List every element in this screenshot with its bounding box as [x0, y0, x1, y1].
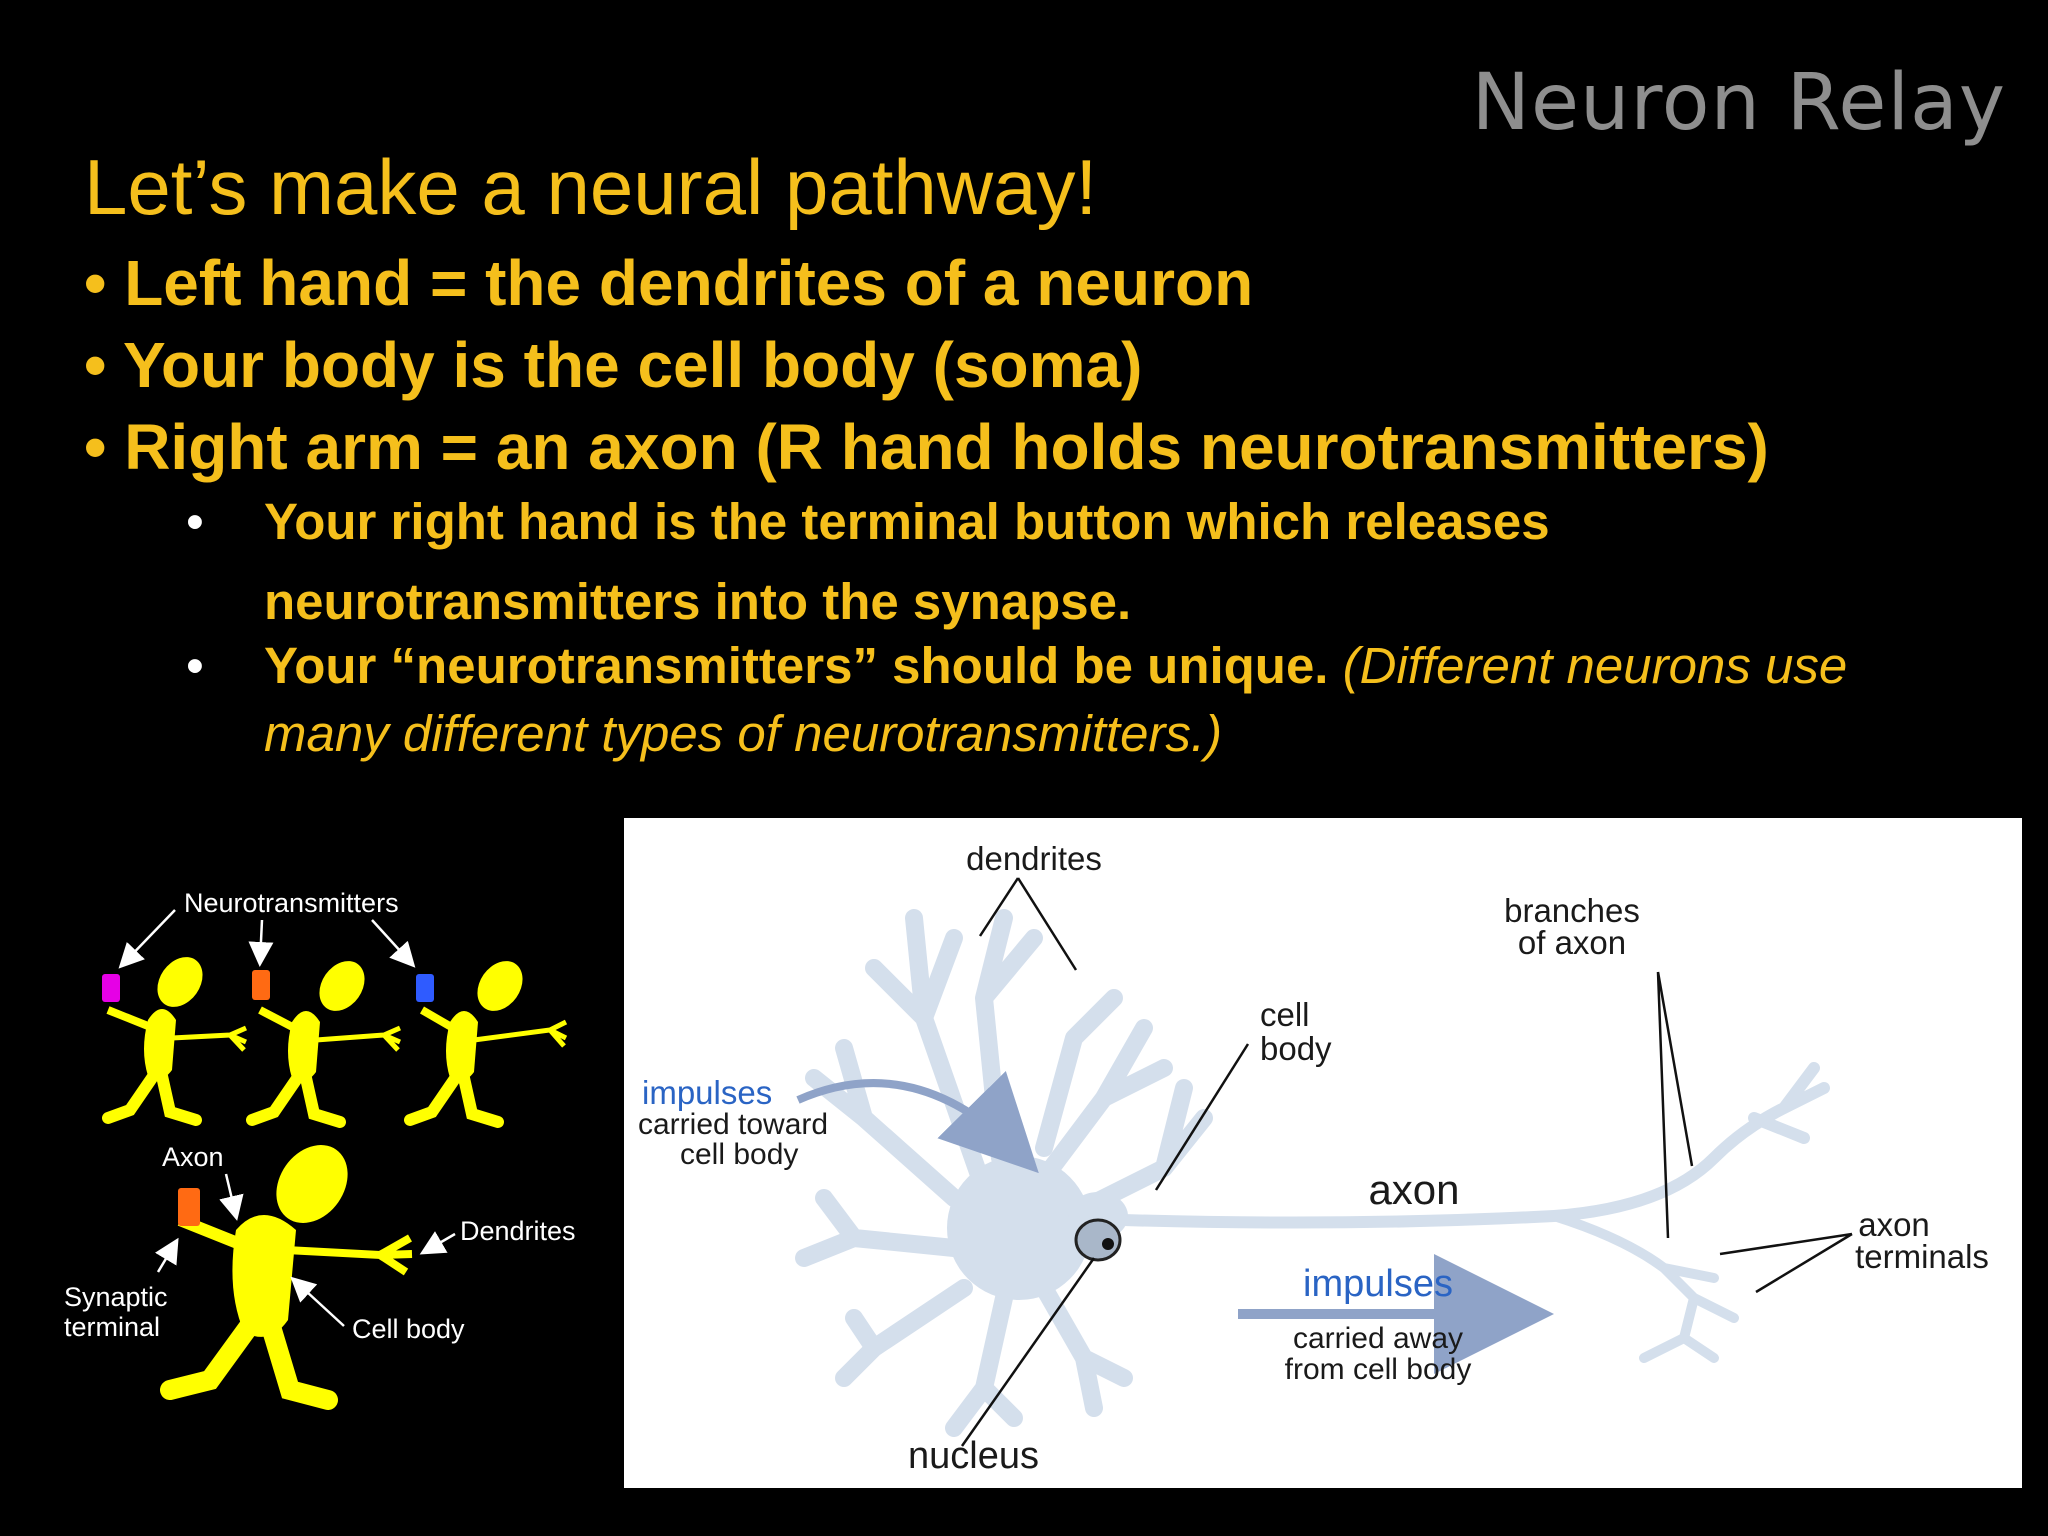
neuron-relay-cartoon: Neurotransmitters: [64, 888, 576, 1410]
branches-leader: [1656, 971, 1694, 1239]
arrow-to-cell-body: [290, 1276, 345, 1327]
label-synaptic-line2: terminal: [64, 1312, 160, 1342]
label-neurotransmitters: Neurotransmitters: [184, 888, 399, 918]
label-branches-line2: of axon: [1518, 924, 1626, 961]
slide-heading: Let’s make a neural pathway!: [84, 143, 1098, 231]
sub-bullet-list-1: • Your right hand is the terminal button…: [186, 482, 1986, 642]
arrow-to-axon: [219, 1173, 244, 1221]
diagram-background: [624, 818, 2022, 1488]
label-cell-body-line1: cell: [1260, 996, 1310, 1033]
label-carried-away-line2: from cell body: [1285, 1353, 1472, 1386]
arrow-to-dendrites: [419, 1231, 456, 1255]
nucleolus-dot: [1102, 1238, 1114, 1250]
main-bullet-list: • Left hand = the dendrites of a neuron …: [84, 242, 1769, 488]
neuron-shape: [795, 909, 1830, 1437]
cell-body-leader: [1154, 1043, 1250, 1191]
label-carried-away-line1: carried away: [1293, 1322, 1463, 1355]
leader-lines: [960, 877, 1853, 1447]
sub-bullet-terminal: • Your right hand is the terminal button…: [186, 482, 1986, 642]
sub-bullet-text: Your “neurotransmitters” should be uniqu…: [264, 637, 1343, 694]
diagram-labels: dendrites branches of axon cell body imp…: [638, 840, 1989, 1477]
arrow-to-nt1: [118, 909, 176, 969]
arrow-to-nt2: [248, 919, 274, 967]
neurotransmitters-label-group: Neurotransmitters: [118, 888, 416, 969]
neuron-diagram: dendrites branches of axon cell body imp…: [624, 818, 2022, 1488]
dendrites-leader: [978, 877, 1078, 971]
sub-bullet-marker: •: [186, 493, 204, 550]
sub-bullet-list-2: • Your “neurotransmitters” should be uni…: [186, 632, 1986, 768]
label-cell-body-line2: body: [1260, 1030, 1332, 1067]
impulse-in-arrow: [796, 1070, 1039, 1174]
label-carried-toward-line2: cell body: [680, 1138, 798, 1171]
label-synaptic-line1: Synaptic: [64, 1282, 168, 1312]
bullet-body: • Your body is the cell body (soma): [84, 329, 1143, 401]
neurotransmitter-blue: [416, 974, 434, 1002]
arrow-to-nt3: [371, 919, 416, 968]
large-figure-labels: Axon Dendrites Synaptic terminal Cell bo…: [64, 1142, 576, 1344]
sub-bullet-text: Your right hand is the terminal button w…: [264, 493, 1550, 630]
label-nucleus: nucleus: [908, 1435, 1039, 1477]
bullet-right-arm: • Right arm = an axon (R hand holds neur…: [84, 411, 1769, 483]
cartoon-neuron-3: [404, 961, 568, 1128]
terminals-leader: [1719, 1232, 1853, 1294]
label-impulses-out: impulses: [1303, 1263, 1453, 1305]
sub-bullet-marker: •: [186, 637, 204, 694]
neurotransmitter-magenta: [102, 974, 120, 1002]
label-axon: Axon: [162, 1142, 224, 1172]
label-axon-terminals-line1: axon: [1858, 1206, 1930, 1243]
nucleus-shape: [1074, 1218, 1122, 1262]
neurotransmitter-orange: [252, 970, 270, 1000]
label-carried-toward-line1: carried toward: [638, 1108, 828, 1141]
label-branches-line1: branches: [1504, 892, 1640, 929]
label-cell-body: Cell body: [352, 1314, 465, 1344]
cartoon-neuron-1: [102, 957, 248, 1126]
sub-bullet-italic-note: (Different neurons use many different ty…: [264, 637, 1848, 762]
cartoon-neuron-large: [160, 1145, 413, 1410]
label-dendrites: Dendrites: [460, 1216, 576, 1246]
nucleus-leader: [960, 1257, 1096, 1447]
label-axon: axon: [1368, 1166, 1459, 1213]
label-impulses-in: impulses: [642, 1074, 772, 1111]
bullet-left-hand: • Left hand = the dendrites of a neuron: [84, 247, 1254, 319]
arrow-to-synaptic-terminal: [154, 1237, 179, 1273]
label-axon-terminals-line2: terminals: [1855, 1238, 1989, 1275]
neurotransmitter-orange-large: [178, 1188, 200, 1226]
label-dendrites: dendrites: [966, 840, 1102, 877]
cartoon-neuron-2: [246, 961, 402, 1128]
slide-corner-title: Neuron Relay: [1471, 58, 2006, 148]
neuron-soma: [947, 1156, 1128, 1300]
sub-bullet-unique: • Your “neurotransmitters” should be uni…: [186, 632, 1986, 768]
